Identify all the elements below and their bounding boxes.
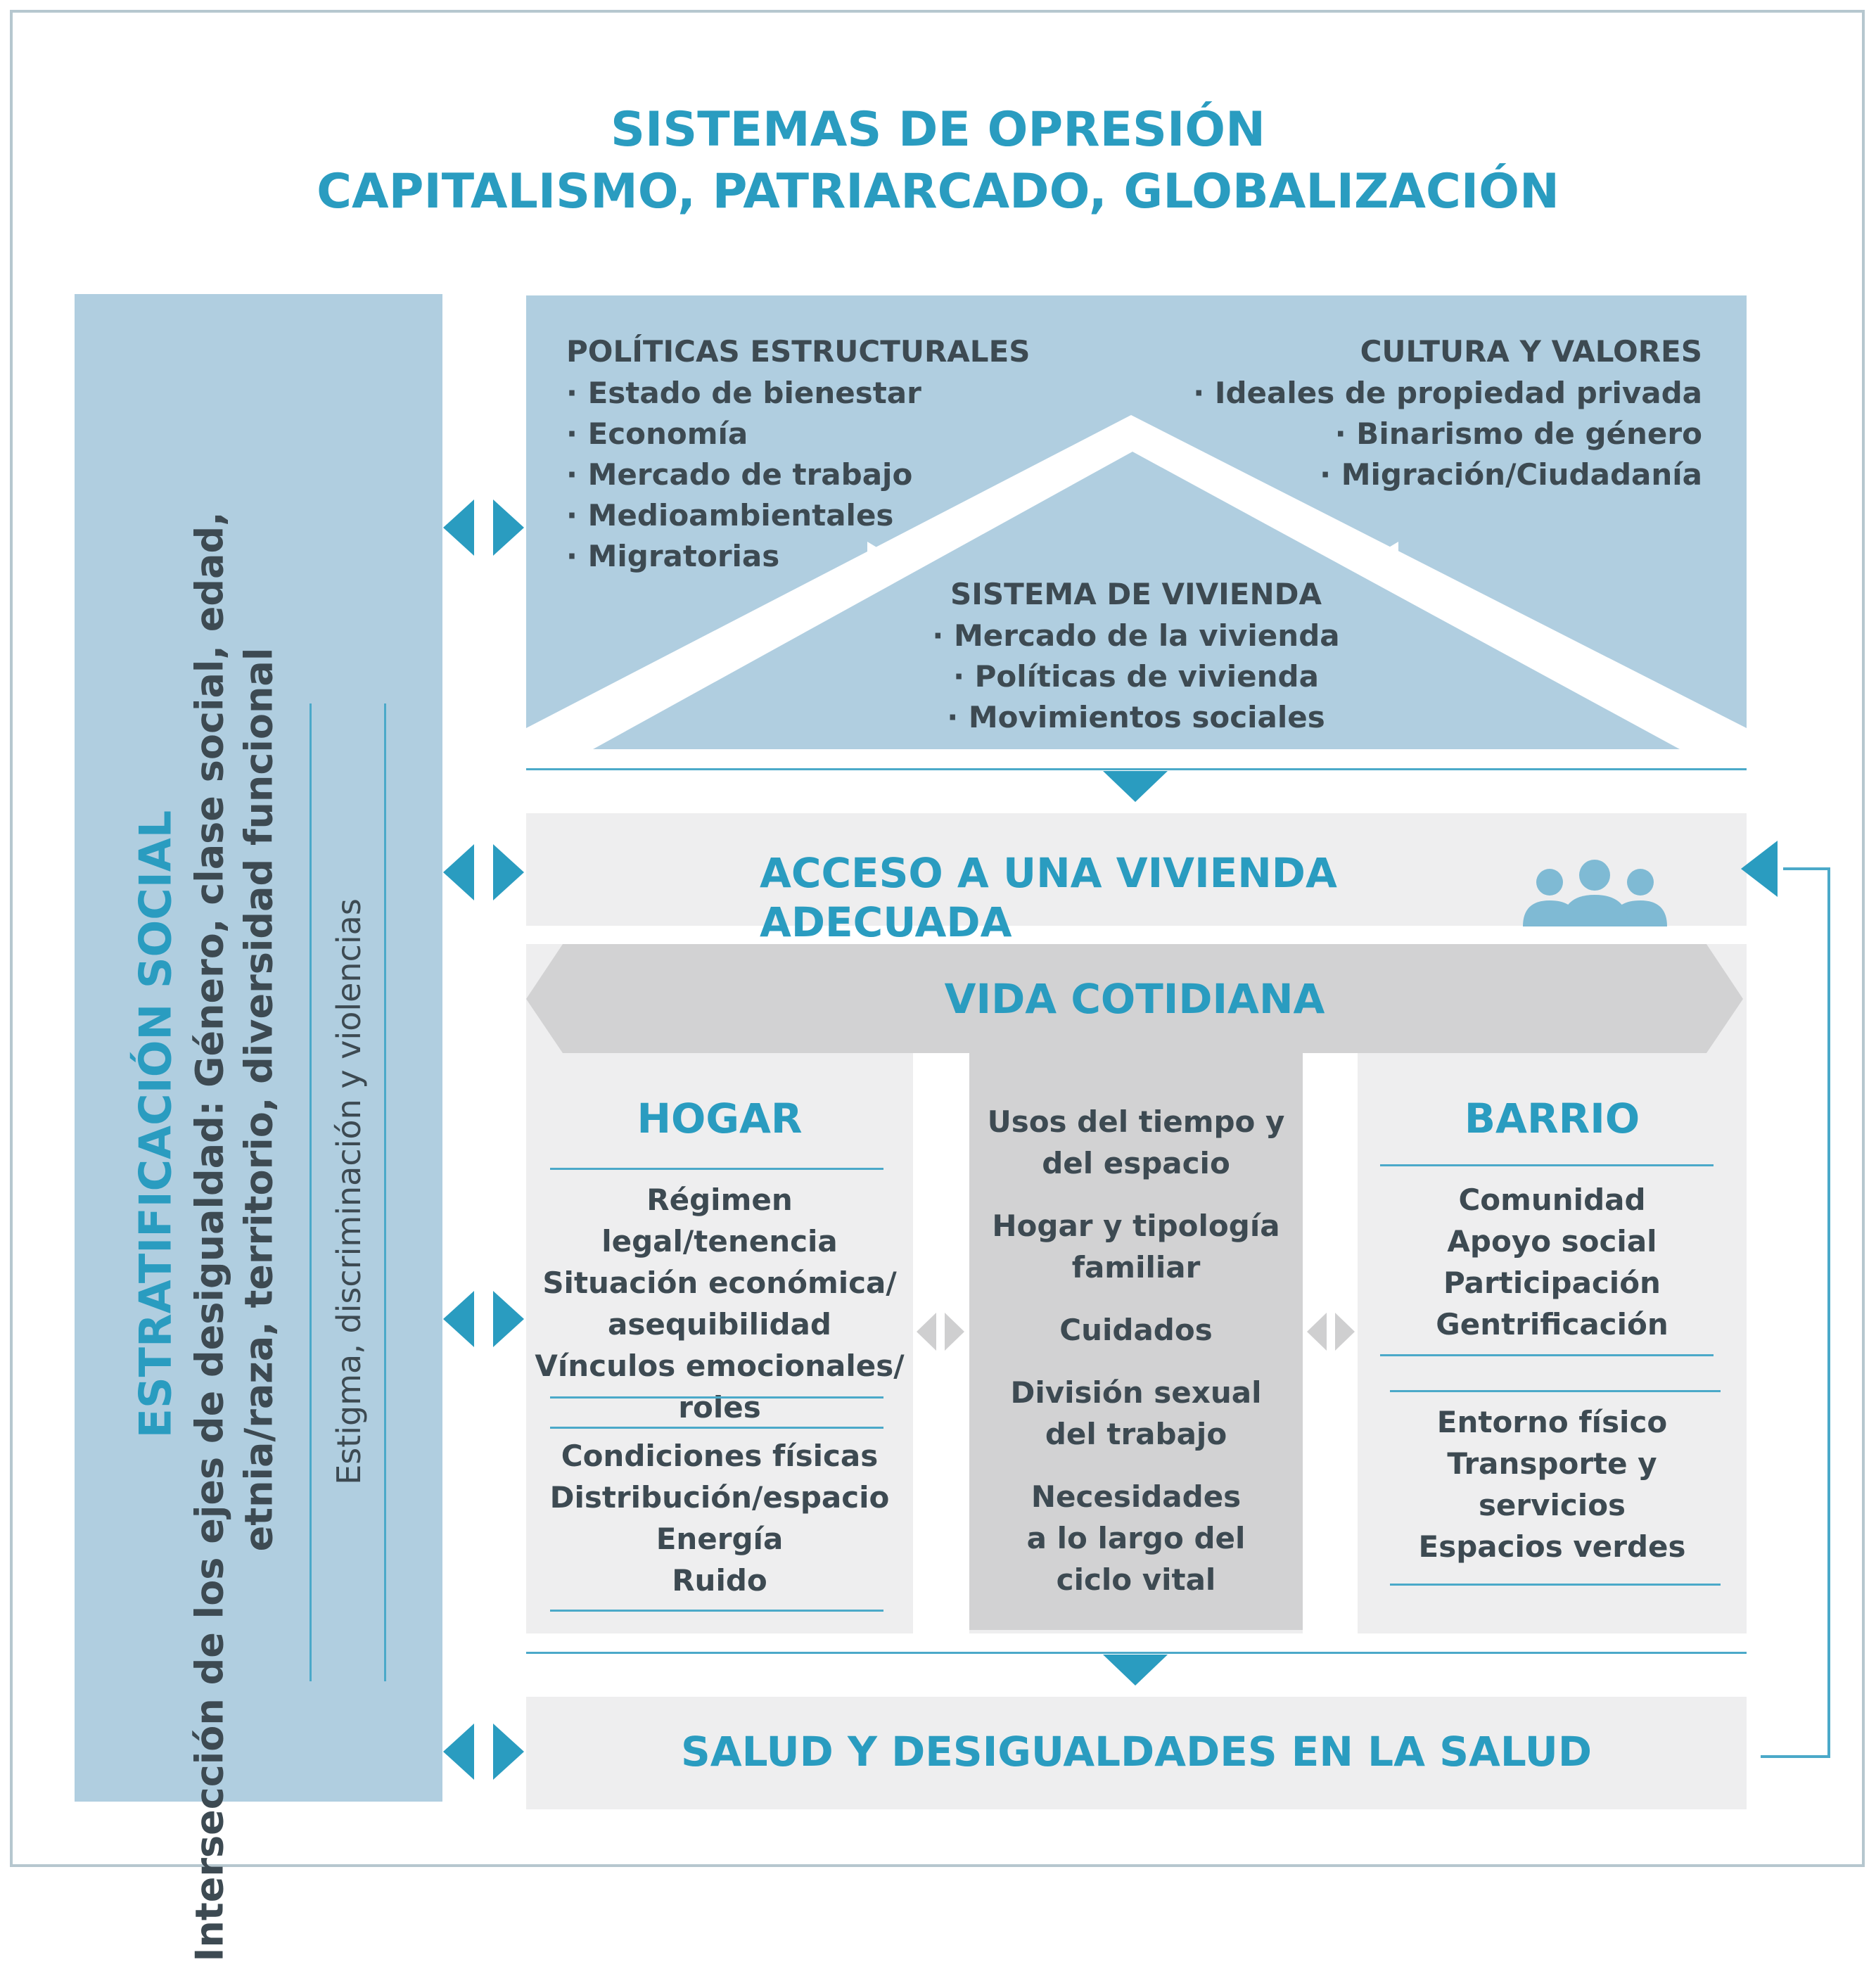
middle-item: del espacio — [1042, 1146, 1230, 1180]
neighborhood-item: Comunidad — [1458, 1183, 1646, 1217]
policy-item: · Estado de bienestar — [566, 376, 921, 410]
stratification-line-2: etnia/raza, territorio, diversidad funci… — [236, 647, 281, 1552]
culture-item: · Binarismo de género — [1334, 416, 1702, 451]
double-arrow-icon — [443, 1291, 524, 1347]
policy-item: · Economía — [566, 416, 748, 451]
double-arrow-icon — [443, 1724, 524, 1780]
housing-item: · Movimientos sociales — [947, 700, 1325, 734]
health-title: SALUD Y DESIGUALDADES EN LA SALUD — [680, 1728, 1592, 1776]
home-item: Situación económica/ — [542, 1266, 897, 1300]
stigma-divider-right — [384, 703, 386, 1681]
middle-group: Usos del tiempo y del espacio Hogar y ti… — [969, 1101, 1303, 1600]
home-group-2: Condiciones físicas Distribución/espacio… — [526, 1435, 913, 1601]
culture-item: · Ideales de propiedad privada — [1193, 376, 1702, 410]
home-group-1: Régimen legal/tenencia Situación económi… — [526, 1179, 913, 1428]
neighborhood-item: Entorno físico — [1436, 1405, 1668, 1439]
middle-item: ciclo vital — [1056, 1562, 1216, 1597]
policy-item: · Mercado de trabajo — [566, 457, 913, 492]
double-arrow-icon — [917, 1313, 964, 1351]
home-item: Vínculos emocionales/ — [535, 1349, 905, 1383]
separator-line — [550, 1610, 883, 1612]
middle-item: del trabajo — [1045, 1417, 1227, 1451]
structural-policies: POLÍTICAS ESTRUCTURALES · Estado de bien… — [566, 331, 1129, 577]
housing-item: · Políticas de vivienda — [953, 659, 1319, 694]
house-roof — [526, 415, 1747, 774]
middle-item: División sexual — [1010, 1375, 1262, 1410]
title-systems-list: CAPITALISMO, PATRIARCADO, GLOBALIZACIÓN — [317, 164, 1559, 219]
neighborhood-item: Apoyo social — [1447, 1224, 1657, 1259]
neighborhood-item: Participación — [1443, 1266, 1661, 1300]
culture-values: CULTURA Y VALORES · Ideales de propiedad… — [1069, 331, 1702, 495]
double-arrow-icon — [1307, 1313, 1355, 1351]
separator-line — [1390, 1390, 1721, 1392]
neighborhood-item: Espacios verdes — [1418, 1529, 1686, 1564]
middle-column — [969, 1053, 1303, 1630]
housing-item: · Mercado de la vivienda — [932, 618, 1340, 653]
double-arrow-icon — [443, 844, 524, 900]
separator-line — [1380, 1354, 1714, 1356]
separator-line — [526, 768, 1747, 770]
housing-system: SISTEMA DE VIVIENDA · Mercado de la vivi… — [851, 573, 1421, 738]
middle-item: Hogar y tipología — [992, 1209, 1280, 1243]
neighborhood-item: Gentrificación — [1436, 1307, 1668, 1342]
home-item: asequibilidad — [608, 1307, 831, 1342]
separator-line — [1390, 1584, 1721, 1586]
culture-title: CULTURA Y VALORES — [1360, 334, 1702, 369]
policy-item: · Medioambientales — [566, 498, 894, 533]
middle-item: Usos del tiempo y — [987, 1104, 1285, 1139]
middle-item: Cuidados — [1059, 1313, 1213, 1347]
down-arrow-icon — [1103, 1655, 1168, 1686]
daily-life-banner — [526, 944, 1743, 1053]
health-band — [526, 1697, 1747, 1809]
home-item: Ruido — [672, 1563, 767, 1598]
neighborhood-group-1: Comunidad Apoyo social Participación Gen… — [1358, 1179, 1747, 1345]
home-item: Condiciones físicas — [561, 1439, 879, 1473]
daily-life-title: VIDA COTIDIANA — [944, 975, 1325, 1023]
people-icon — [1523, 860, 1667, 926]
middle-item: familiar — [1071, 1250, 1201, 1285]
stratification-panel: ESTRATIFICACIÓN SOCIAL Intersección de l… — [75, 294, 442, 1962]
access-title: ACCESO A UNA VIVIENDA ADECUADA — [760, 849, 1337, 946]
housing-system-title: SISTEMA DE VIVIENDA — [950, 577, 1322, 611]
culture-item: · Migración/Ciudadanía — [1320, 457, 1702, 492]
title-oppression-systems: SISTEMAS DE OPRESIÓN — [610, 102, 1266, 158]
feedback-loop-arrow — [1741, 841, 1830, 1758]
home-item: Régimen legal/tenencia — [601, 1183, 838, 1259]
separator-line — [1380, 1164, 1714, 1166]
neighborhood-item: Transporte y — [1447, 1446, 1657, 1481]
separator-line — [550, 1427, 883, 1429]
stigma-label: Estigma, discriminación y violencias — [330, 898, 368, 1485]
middle-item: Necesidades — [1030, 1479, 1242, 1514]
home-item: Energía — [656, 1522, 784, 1556]
down-arrow-icon — [1103, 771, 1168, 802]
structural-policies-title: POLÍTICAS ESTRUCTURALES — [566, 334, 1030, 369]
middle-item: a lo largo del — [1026, 1521, 1246, 1555]
column-gap — [1303, 1053, 1358, 1633]
outer-frame — [10, 10, 1865, 1867]
stigma-divider-left — [310, 703, 312, 1681]
stratification-line-1: Intersección de los ejes de desigualdad:… — [187, 511, 232, 1962]
separator-line — [526, 1652, 1747, 1654]
home-item: roles — [678, 1390, 761, 1425]
separator-line — [550, 1396, 883, 1399]
stratification-title: ESTRATIFICACIÓN SOCIAL — [129, 810, 181, 1439]
column-gap — [913, 1053, 969, 1633]
home-title: HOGAR — [637, 1095, 803, 1142]
neighborhood-group-2: Entorno físico Transporte y servicios Es… — [1358, 1401, 1747, 1567]
policy-item: · Migratorias — [566, 539, 780, 573]
separator-line — [550, 1168, 883, 1170]
neighborhood-item: servicios — [1478, 1488, 1626, 1522]
double-arrow-icon — [443, 499, 524, 556]
home-item: Distribución/espacio — [549, 1480, 890, 1515]
neighborhood-title: BARRIO — [1464, 1095, 1640, 1142]
